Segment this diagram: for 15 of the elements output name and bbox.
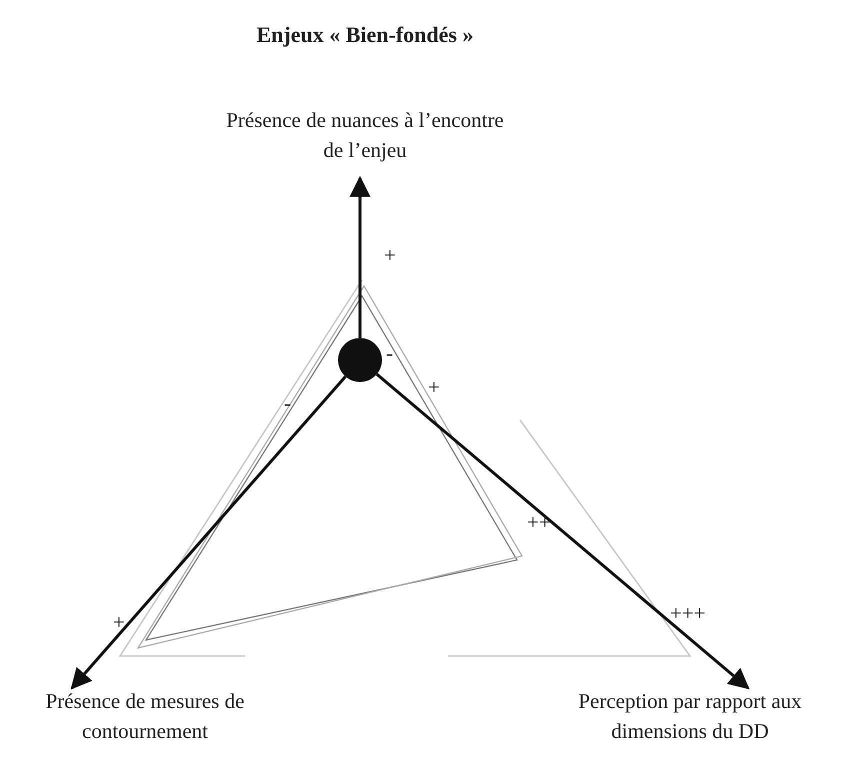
axis-arrow	[350, 176, 370, 338]
scale-mark: +	[428, 374, 440, 401]
scale-mark: +	[113, 609, 125, 636]
scale-mark: +	[384, 242, 396, 269]
axis-arrow	[376, 373, 750, 690]
scale-mark: ++	[527, 509, 551, 536]
scale-mark: -	[284, 390, 291, 417]
chart-title: Enjeux « Bien-fondés »	[256, 21, 474, 49]
center-circle	[338, 338, 382, 382]
axis-label: Présence de mesures de contournement	[44, 688, 246, 745]
axis-arrow	[70, 376, 347, 690]
axis-label: Présence de nuances à l’encontre de l’enjeu	[225, 107, 505, 164]
scale-mark: -	[386, 340, 393, 367]
scale-mark: +++	[670, 600, 706, 627]
axis-label: Perception par rapport aux dimensions du DD	[577, 688, 803, 745]
